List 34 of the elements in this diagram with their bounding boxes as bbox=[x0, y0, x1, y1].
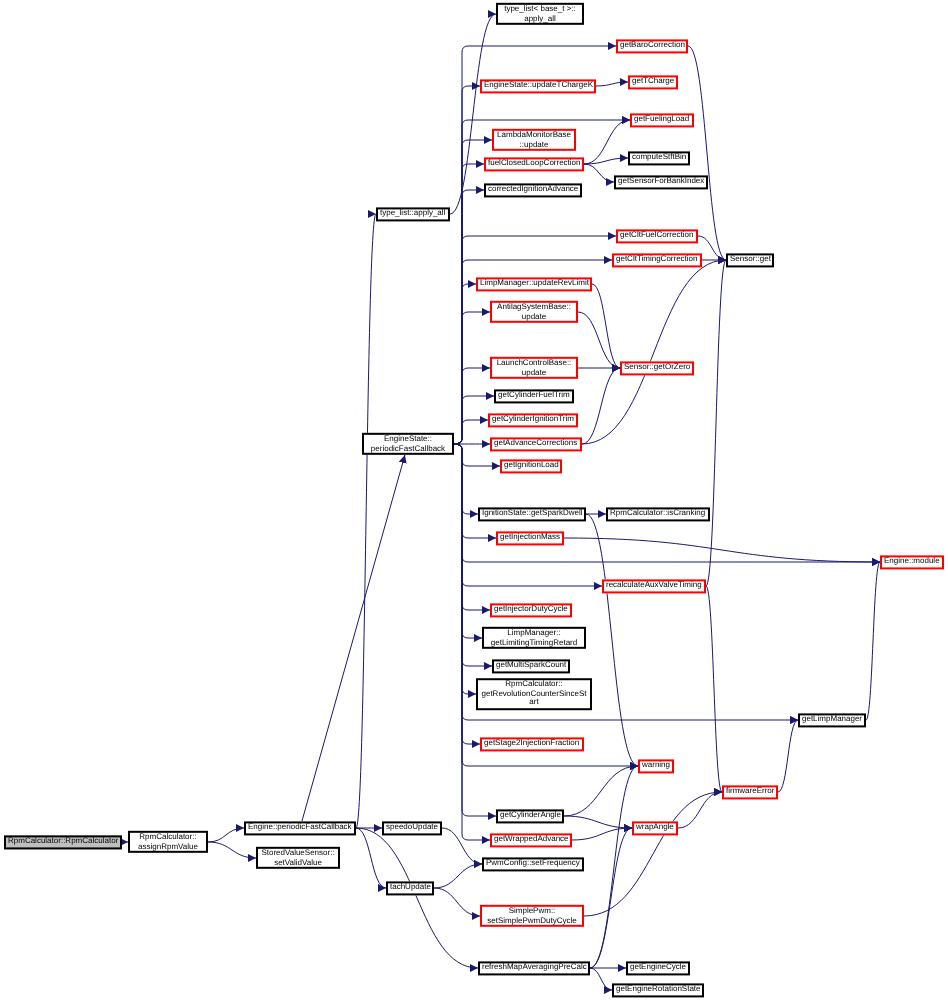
arrow bbox=[441, 827, 483, 867]
arrow bbox=[585, 513, 639, 767]
arrow bbox=[581, 366, 621, 445]
arrow bbox=[595, 78, 629, 87]
arrow bbox=[301, 454, 407, 822]
arrow bbox=[705, 585, 723, 793]
arrow bbox=[583, 789, 723, 917]
arrow bbox=[433, 860, 483, 889]
arrow bbox=[207, 841, 257, 862]
arrow bbox=[563, 537, 881, 566]
arrow bbox=[583, 154, 629, 165]
arrow bbox=[589, 827, 633, 969]
arrow bbox=[453, 416, 489, 445]
arrow bbox=[355, 827, 479, 971]
arrow bbox=[697, 235, 727, 263]
arrow bbox=[433, 887, 481, 920]
arrow bbox=[777, 719, 799, 793]
arrow bbox=[120, 838, 129, 846]
arrow bbox=[591, 283, 621, 369]
arrow bbox=[865, 561, 881, 721]
arrow bbox=[589, 765, 639, 969]
arrow bbox=[577, 311, 621, 371]
arrow bbox=[355, 827, 387, 890]
arrow bbox=[449, 13, 497, 215]
arrow bbox=[583, 117, 631, 165]
arrow bbox=[207, 824, 245, 843]
arrow bbox=[589, 967, 613, 993]
arrow bbox=[687, 45, 727, 261]
arrow bbox=[585, 510, 607, 518]
arrow bbox=[705, 259, 728, 587]
arrow bbox=[355, 213, 379, 829]
arrow bbox=[563, 815, 633, 832]
arrow bbox=[589, 964, 627, 972]
arrow bbox=[583, 163, 615, 186]
